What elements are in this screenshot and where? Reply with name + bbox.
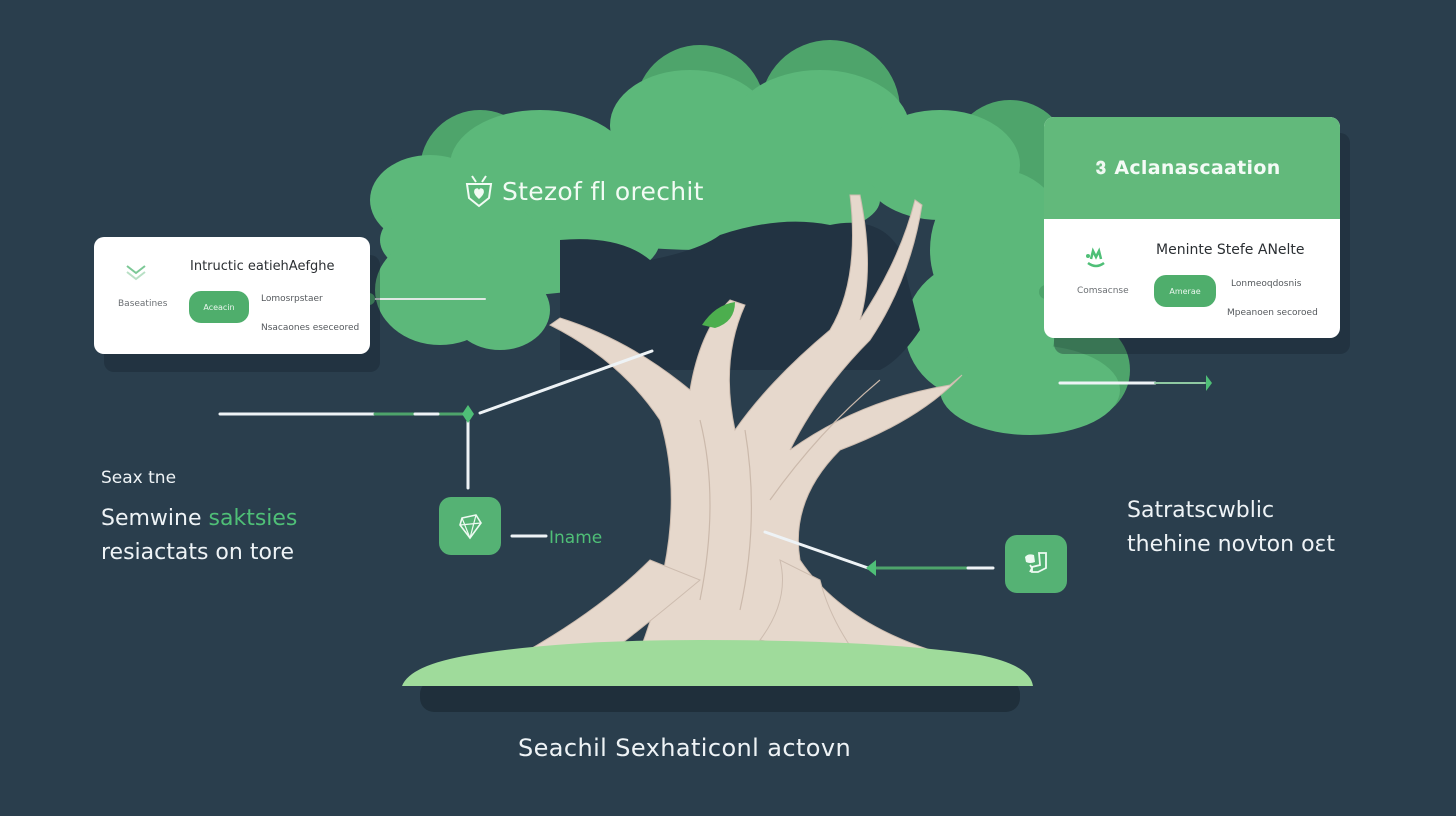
- left-card-meta-2: Nsacaones eseceored: [261, 323, 360, 333]
- robot-node-tile[interactable]: [1005, 535, 1067, 593]
- left-text-accent: saktsies: [208, 506, 298, 531]
- right-card-title: Meninte Stefe ANelte: [1156, 242, 1305, 258]
- right-text-line-2: thehine novton oεt: [1127, 532, 1336, 557]
- footer-caption: Seachil Sexhaticonl actovn: [518, 734, 852, 762]
- sprout-icon: [1086, 247, 1105, 268]
- left-card-meta-1: Lomosrpstaer: [261, 294, 323, 304]
- right-card-meta-1: Lonmeoqdosnis: [1231, 279, 1302, 289]
- left-card-title: Intructic eatiehAefghe: [190, 259, 335, 274]
- left-text-block: Seax tne Semwine saktsies resiactats on …: [101, 468, 297, 570]
- right-info-card: 𝟑 Aclanascaation Meninte Stefe ANelte Co…: [1044, 117, 1340, 338]
- canopy-title-text: Stezof fl orechit: [502, 176, 704, 206]
- left-card-action-button[interactable]: Aceacin: [189, 291, 249, 323]
- right-card-label: Comsacnse: [1077, 286, 1129, 296]
- left-card-label: Baseatines: [118, 299, 168, 309]
- left-text-heading: Seax tne: [101, 468, 177, 488]
- heart-badge-icon: [465, 175, 493, 208]
- left-text-plain: Semwine: [101, 506, 209, 531]
- left-info-card: Intructic eatiehAefghe Baseatines Aceaci…: [94, 237, 370, 354]
- right-text-line-1: Satratscwblic: [1127, 498, 1275, 523]
- gem-node-label: Iname: [549, 528, 603, 548]
- right-text-block: Satratscwblic thehine novton oεt: [1127, 494, 1335, 562]
- gem-node-tile[interactable]: [439, 497, 501, 555]
- left-text-line-2: resiactats on tore: [101, 540, 295, 565]
- right-card-header-title: 𝟑 Aclanascaation: [1096, 157, 1281, 179]
- right-card-meta-2: Mpeanoen secoroed: [1227, 308, 1318, 318]
- bookmark-icon: 𝟑: [1096, 157, 1107, 179]
- left-text-line-1: Semwine saktsies: [101, 502, 297, 536]
- right-card-action-button[interactable]: Amerae: [1154, 275, 1216, 307]
- robot-icon: [1025, 552, 1047, 573]
- right-card-header-text: Aclanascaation: [1114, 157, 1281, 179]
- gem-icon: [459, 514, 482, 540]
- chevron-double-down-icon: [126, 265, 146, 281]
- canopy-title: Stezof fl orechit: [462, 172, 704, 210]
- right-card-header: [1044, 117, 1340, 219]
